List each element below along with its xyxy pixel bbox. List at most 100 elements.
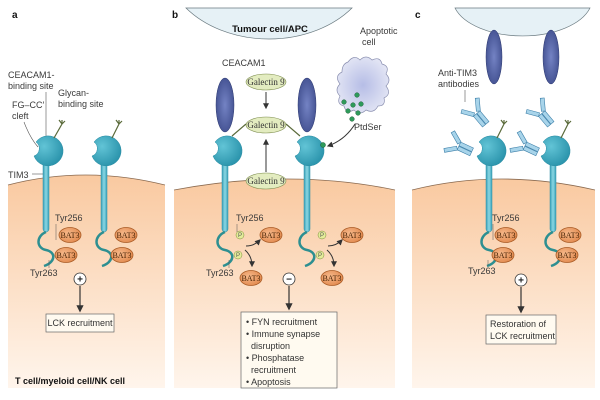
svg-text:BAT3: BAT3 [56,251,75,260]
panel-c: c Anti-TIM3 antibodies Tyr256 Tyr263 BAT… [411,7,596,388]
ceacam1-site-label-2: binding site [8,81,54,91]
svg-text:BAT3: BAT3 [493,251,512,260]
ceacam1-label: CEACAM1 [222,58,266,68]
tumour-cell [185,7,353,40]
svg-text:BAT3: BAT3 [560,231,579,240]
svg-text:P: P [238,233,242,239]
tumour-cell-label: Tumour cell/APC [232,24,308,35]
svg-text:• Phosphatase: • Phosphatase [246,353,304,363]
svg-text:+: + [518,276,524,287]
bat3-protein: BAT3 [555,247,579,263]
tyr256-label: Tyr256 [492,213,520,223]
tim3-receptor [33,119,66,268]
arrow [245,239,261,247]
galectin9: Galectin 9 [245,172,287,190]
glycan-site-label: Glycan- [58,88,89,98]
tyr263-label: Tyr263 [206,268,234,278]
svg-text:BAT3: BAT3 [322,274,341,283]
anti-tim3-antibody [524,95,561,133]
ptdser-label: PtdSer [354,122,382,132]
svg-text:P: P [320,233,324,239]
svg-text:• Immune synapse: • Immune synapse [246,329,320,339]
bat3-protein: BAT3 [494,227,518,243]
svg-text:• FYN recruitment: • FYN recruitment [246,317,318,327]
glycan-site-label-2: binding site [58,99,104,109]
svg-text:BAT3: BAT3 [261,231,280,240]
ceacam1-protein [542,29,560,85]
svg-text:• Apoptosis: • Apoptosis [246,377,291,387]
svg-text:P: P [318,253,322,259]
positive-sign: + [514,273,528,287]
outcome-box-a: LCK recruitment [45,313,115,333]
bat3-protein: BAT3 [491,247,515,263]
svg-text:disruption: disruption [251,341,290,351]
svg-text:Galectin 9: Galectin 9 [247,77,285,87]
bat3-protein: BAT3 [58,227,82,243]
svg-text:BAT3: BAT3 [60,231,79,240]
tim3-receptor [540,119,572,268]
antibody-label-2: antibodies [438,79,480,89]
svg-text:BAT3: BAT3 [496,231,515,240]
svg-text:P: P [236,253,240,259]
panel-letter-a: a [12,10,18,21]
positive-sign: + [73,272,87,286]
svg-text:BAT3: BAT3 [112,251,131,260]
svg-text:BAT3: BAT3 [116,231,135,240]
membrane-b [173,178,396,191]
svg-text:BAT3: BAT3 [342,231,361,240]
outcome-box-b: • FYN recruitment • Immune synapse disru… [240,311,338,389]
ceacam1-protein [297,77,317,133]
tim3-receptor [294,135,325,268]
ceacam1-site-label: CEACAM1- [8,70,55,80]
svg-text:+: + [77,275,83,286]
ptdser-particles [341,92,364,122]
galectin9: Galectin 9 [245,73,287,91]
galectin9: Galectin 9 [245,116,287,134]
panel-letter-c: c [415,10,421,21]
panel-b: b Tumour cell/APC CEACAM1 Galectin 9 Gal… [172,7,398,389]
svg-text:−: − [286,275,292,286]
svg-text:Galectin 9: Galectin 9 [247,176,285,186]
cell-type-label: T cell/myeloid cell/NK cell [15,376,125,386]
tumour-cell [454,7,591,37]
tim3-receptor [476,119,508,268]
phospho-group: P [233,250,243,260]
phospho-group: P [315,250,325,260]
bat3-protein: BAT3 [110,247,134,263]
antibody-label: Anti-TIM3 [438,68,477,78]
ceacam1-protein [215,77,235,133]
outcome-box-c: Restoration of LCK recruitment [485,314,557,345]
apoptotic-cell-label: Apoptotic [360,26,398,36]
phospho-group: P [317,230,327,240]
arrow [327,239,343,247]
negative-sign: − [282,272,296,286]
membrane-a [7,174,166,186]
svg-text:recruitment: recruitment [251,365,297,375]
cytoplasm-c [412,179,595,388]
bat3-protein: BAT3 [558,227,582,243]
anti-tim3-antibody [508,129,543,163]
cleft-label-2: cleft [12,111,29,121]
cleft-label: FG–CC′ [12,100,45,110]
svg-text:Restoration of: Restoration of [490,319,547,329]
tyr256-label: Tyr256 [236,213,264,223]
panel-letter-b: b [172,10,178,21]
bat3-protein: BAT3 [259,227,283,243]
svg-text:LCK recruitment: LCK recruitment [490,331,556,341]
membrane-c [411,178,596,191]
leader-line [23,121,39,148]
svg-text:Galectin 9: Galectin 9 [247,120,285,130]
bat3-protein: BAT3 [239,270,263,286]
tim3-label: TIM3 [8,170,29,180]
svg-text:BAT3: BAT3 [557,251,576,260]
anti-tim3-antibody [442,129,477,163]
tyr263-label: Tyr263 [468,266,496,276]
bat3-protein: BAT3 [320,270,344,286]
apoptotic-cell-label-2: cell [362,37,376,47]
tim3-receptor [91,119,123,268]
arrow [244,249,255,268]
ceacam1-protein [485,29,503,85]
ptdser-bound [320,142,326,148]
bat3-protein: BAT3 [114,227,138,243]
